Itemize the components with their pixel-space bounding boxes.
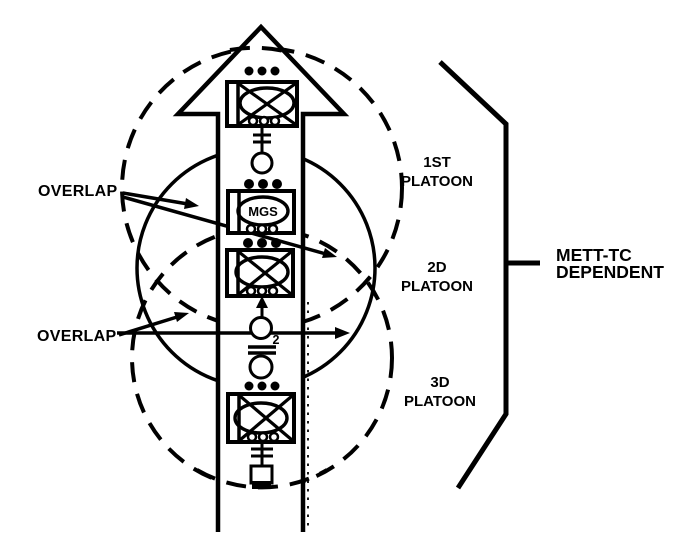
overlap-annotation-top: OVERLAP xyxy=(38,183,337,258)
overlap-bottom-pointer-line xyxy=(118,315,178,337)
overlap-bottom-label: OVERLAP xyxy=(37,328,116,345)
platoon-labels: 1ST PLATOON 2D PLATOON 3D PLATOON xyxy=(401,154,476,410)
platoon-size-dots xyxy=(243,238,281,248)
label-2d-platoon-line2: PLATOON xyxy=(401,278,473,295)
label-3d-platoon-line1: 3D xyxy=(430,374,449,391)
mett-tc-label-line2: DEPENDENT xyxy=(556,262,664,282)
platoon-size-dots xyxy=(244,179,282,189)
mgs-platoon-symbol: MGS xyxy=(226,179,296,235)
wheel-dots xyxy=(246,431,280,443)
overlap-top-long-arrowhead xyxy=(322,248,337,258)
wheel-dots xyxy=(247,115,281,127)
mortar-arrowhead xyxy=(256,296,268,308)
rifle-platoon-2-symbol xyxy=(225,238,295,298)
mortar-section-symbol: 2 xyxy=(249,296,280,347)
wheel-dots xyxy=(245,223,279,235)
rifle-platoon-1-symbol xyxy=(225,66,299,128)
rifle-platoon-3-symbol xyxy=(226,381,296,444)
overlap-top-label: OVERLAP xyxy=(38,183,117,200)
platoon-size-dots xyxy=(244,381,280,391)
mett-tc-label-line1: METT-TC xyxy=(556,245,632,265)
overlap-top-arrowhead xyxy=(184,198,199,209)
mgs-label: MGS xyxy=(248,204,278,219)
mortar-tube-count: 2 xyxy=(273,333,280,347)
overlap-bottom-long-arrowhead xyxy=(335,327,350,339)
overlap-annotation-bottom: OVERLAP xyxy=(37,312,350,345)
label-1st-platoon-line1: 1ST xyxy=(423,154,451,171)
label-2d-platoon-line1: 2D xyxy=(427,259,446,276)
label-1st-platoon-line2: PLATOON xyxy=(401,173,473,190)
overlap-top-long-pointer-line xyxy=(122,195,327,256)
mett-tc-bracket-group: METT-TC DEPENDENT xyxy=(438,60,664,490)
mett-tc-bracket xyxy=(438,60,509,490)
commander-marker-symbol xyxy=(250,126,274,175)
guidon-marker-symbol xyxy=(249,442,274,489)
wheel-dots xyxy=(245,285,279,297)
circle-dash-over-arrow-top xyxy=(229,45,285,53)
section-marker-symbol xyxy=(248,345,276,380)
label-3d-platoon-line2: PLATOON xyxy=(404,393,476,410)
overlap-top-pointer-line xyxy=(122,191,189,206)
overlap-bottom-arrowhead xyxy=(174,312,189,322)
platoon-size-dots xyxy=(244,66,280,76)
